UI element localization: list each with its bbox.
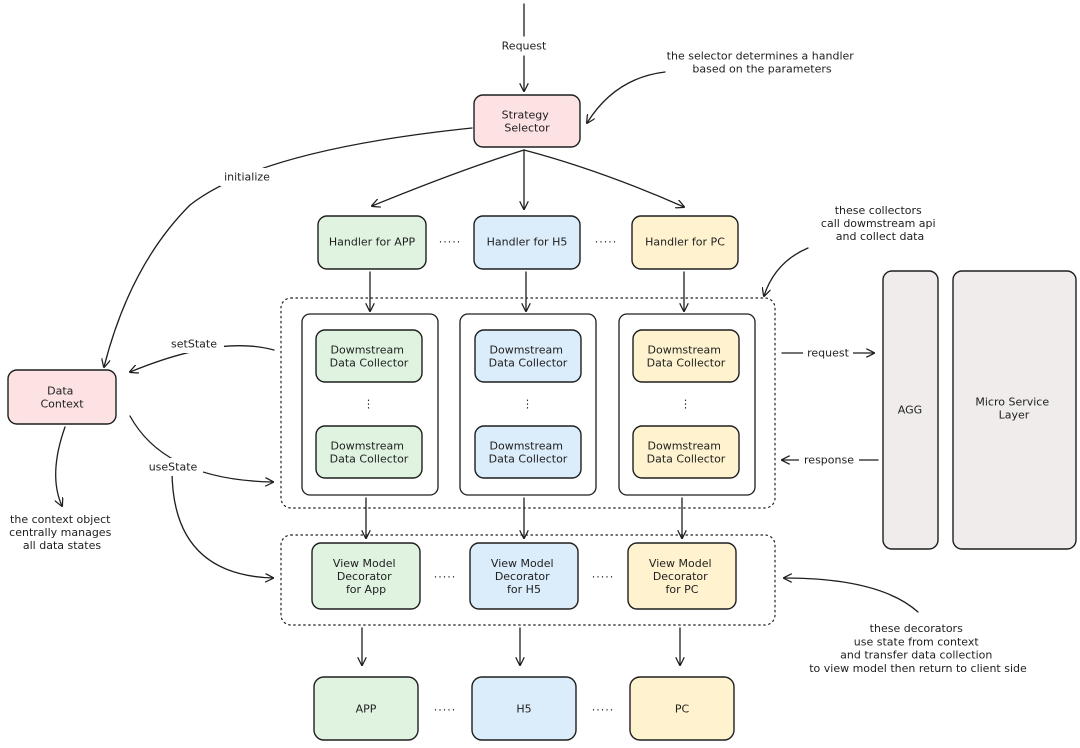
collector-group-h5 (459, 313, 597, 496)
collector-pc-vertical-ellipsis: ⋮ (680, 398, 692, 411)
svg-text:Data Context: Data Context (40, 384, 84, 410)
collector-app-vertical-ellipsis: ⋮ (363, 398, 375, 411)
svg-text:Handler for PC: Handler for PC (645, 236, 725, 249)
svg-text:Dowmstream Data Collecto: Dowmstream Data Collector (647, 439, 726, 465)
decorator-ellipsis-right: ····· (592, 571, 614, 584)
svg-text:Dowmstream Data Collecto: Dowmstream Data Collector (330, 343, 409, 369)
collector-pc-top-node: Dowmstream Data Collector (632, 329, 740, 383)
svg-text:Dowmstream Data Collecto: Dowmstream Data Collector (330, 439, 409, 465)
decorator-pc-node: View Model Decorator for PC (627, 542, 737, 610)
handler-ellipsis-left: ····· (439, 236, 461, 249)
agg-node: AGG (882, 270, 939, 550)
client-h5-node: H5 (471, 676, 577, 741)
client-app-node: APP (313, 676, 419, 741)
svg-text:setState: setState (171, 338, 217, 351)
collectors-note-arrow (764, 247, 809, 296)
svg-text:View Model Decorator: View Model Decorator for H5 (491, 556, 557, 595)
svg-text:Strategy Selector: Strategy Selector (502, 108, 553, 134)
handler-h5-node: Handler for H5 (473, 215, 581, 270)
svg-text:initialize: initialize (224, 171, 270, 184)
svg-text:View Model Decorator: View Model Decorator for PC (649, 556, 715, 595)
handler-pc-node: Handler for PC (631, 215, 739, 270)
strategy-selector-node: Strategy Selector (473, 94, 581, 148)
use-state-to-decorators-arrow (171, 469, 273, 578)
svg-text:Handler for APP: Handler for APP (329, 236, 416, 249)
svg-text:useState: useState (149, 461, 198, 474)
collectors-annotation: these collectors call dowmstream api and… (821, 203, 939, 242)
collector-h5-vertical-ellipsis: ⋮ (522, 398, 534, 411)
svg-text:request: request (807, 347, 850, 360)
request-in-label: Request (496, 37, 552, 55)
selector-to-handler-pc-arrow (523, 149, 684, 207)
decorator-h5-node: View Model Decorator for H5 (469, 542, 579, 610)
selector-annotation: the selector determines a handler based … (667, 49, 858, 75)
handler-ellipsis-right: ····· (595, 236, 617, 249)
decorator-ellipsis-left: ····· (434, 571, 456, 584)
initialize-label: initialize (220, 168, 274, 186)
svg-text:H5: H5 (516, 703, 531, 716)
context-annotation: the context object centrally manages all… (9, 512, 115, 551)
svg-text:Dowmstream Data Collecto: Dowmstream Data Collector (647, 343, 726, 369)
initialize-arrow (104, 127, 473, 367)
client-ellipsis-left: ····· (434, 704, 456, 717)
svg-text:response: response (804, 454, 854, 467)
response-label: response (799, 451, 859, 469)
svg-text:Dowmstream Data Collecto: Dowmstream Data Collector (489, 343, 568, 369)
svg-text:PC: PC (675, 703, 690, 716)
selector-note-arrow (587, 71, 666, 123)
handler-app-node: Handler for APP (317, 215, 427, 270)
svg-text:AGG: AGG (898, 404, 922, 417)
collector-app-top-node: Dowmstream Data Collector (315, 329, 423, 383)
set-state-label: setState (164, 335, 224, 353)
collector-group-pc (618, 313, 756, 496)
decorators-annotation: these decorators use state from context … (809, 622, 1027, 675)
svg-text:Request: Request (502, 40, 547, 53)
svg-text:Dowmstream Data Collecto: Dowmstream Data Collector (489, 439, 568, 465)
collector-pc-bottom-node: Dowmstream Data Collector (632, 425, 740, 479)
request-label: request (803, 344, 853, 362)
collector-app-bottom-node: Dowmstream Data Collector (315, 425, 423, 479)
svg-text:Micro Service Layer: Micro Service Layer (975, 395, 1052, 421)
client-pc-node: PC (629, 676, 735, 741)
context-note-arrow (56, 426, 66, 506)
svg-text:APP: APP (356, 703, 377, 716)
selector-to-handler-app-arrow (372, 149, 525, 206)
collector-group-app (301, 313, 439, 496)
client-ellipsis-right: ····· (592, 704, 614, 717)
collector-h5-bottom-node: Dowmstream Data Collector (474, 425, 582, 479)
micro-service-layer-node: Micro Service Layer (952, 270, 1077, 550)
collector-h5-top-node: Dowmstream Data Collector (474, 329, 582, 383)
decorators-note-arrow (784, 578, 919, 613)
decorator-app-node: View Model Decorator for App (311, 542, 421, 610)
svg-text:View Model Decorator: View Model Decorator for App (333, 556, 399, 595)
svg-text:Handler for H5: Handler for H5 (487, 236, 568, 249)
collectors-region (280, 297, 776, 509)
data-context-node: Data Context (7, 369, 117, 425)
use-state-label: useState (143, 458, 203, 476)
